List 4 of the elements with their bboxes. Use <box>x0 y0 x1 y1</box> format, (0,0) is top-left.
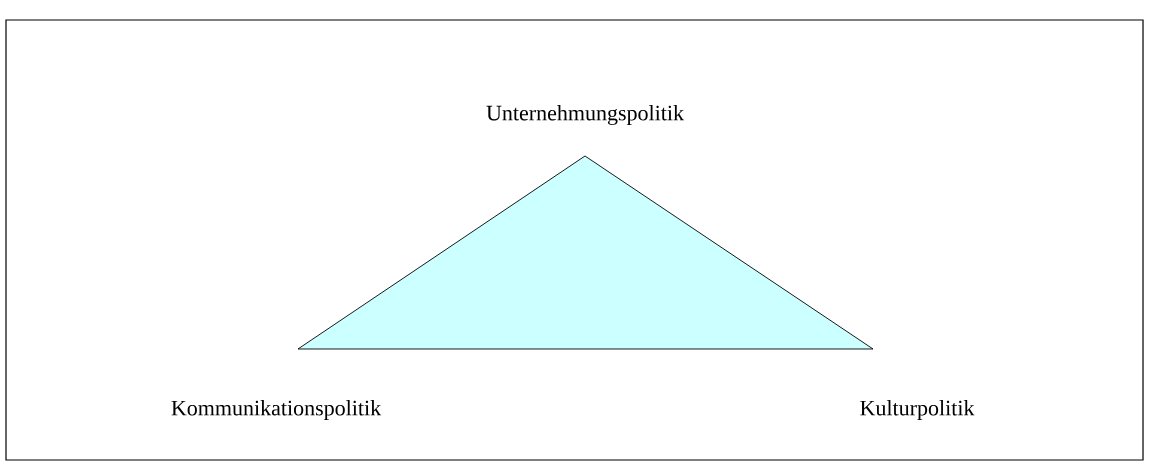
corner-label: Kulturpolitik <box>860 400 975 420</box>
triangle <box>297 155 874 350</box>
corner-label: Kommunikationspolitik <box>171 400 382 420</box>
corner-label: Unternehmungspolitik <box>486 105 685 125</box>
